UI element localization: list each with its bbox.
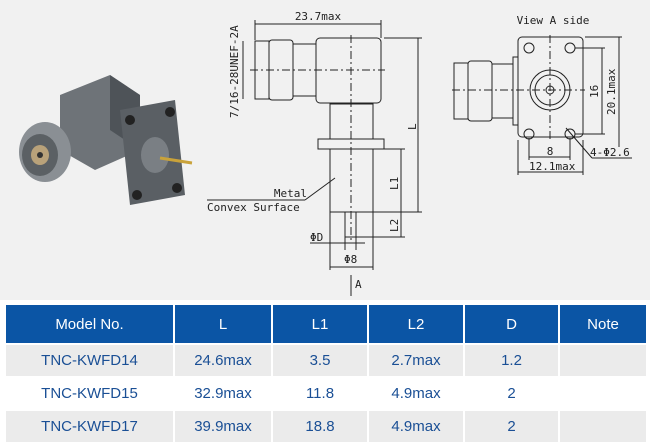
flange-height-dim: 20.1max (605, 68, 618, 115)
cell-l2: 4.9max (369, 411, 463, 442)
header-l2: L2 (369, 305, 463, 343)
side-view (207, 20, 632, 296)
flange-width-dim: 12.1max (529, 160, 576, 173)
table-row: TNC-KWFD17 39.9max 18.8 4.9max 2 (6, 411, 646, 442)
product-photo (19, 75, 193, 205)
table-row: TNC-KWFD15 32.9max 11.8 4.9max 2 (6, 378, 646, 409)
thread-dim: 7/16-28UNEF-2A (228, 25, 241, 118)
note-convex-surface: Convex Surface (207, 201, 300, 214)
hole-spacing-h-dim: 8 (547, 145, 554, 158)
table-row: TNC-KWFD14 24.6max 3.5 2.7max 1.2 (6, 345, 646, 376)
cell-d: 2 (465, 411, 558, 442)
product-drawing-area: 23.7max 7/16-28UNEF-2A L L1 L2 ΦD Φ8 A M… (0, 0, 650, 300)
cell-l: 32.9max (175, 378, 271, 409)
cell-note (560, 411, 646, 442)
pin-dia-dim: ΦD (310, 231, 323, 244)
l1-dim: L1 (388, 177, 401, 190)
cell-l2: 4.9max (369, 378, 463, 409)
cell-l1: 11.8 (273, 378, 367, 409)
header-model: Model No. (6, 305, 173, 343)
header-l: L (175, 305, 271, 343)
cell-d: 1.2 (465, 345, 558, 376)
cell-model: TNC-KWFD15 (6, 378, 173, 409)
body-dia-dim: Φ8 (344, 253, 357, 266)
cell-model: TNC-KWFD17 (6, 411, 173, 442)
view-arrow-label: A (355, 278, 362, 291)
cell-note (560, 345, 646, 376)
holes-dim: 4-Φ2.6 (590, 146, 630, 159)
length-dim: L (406, 123, 419, 130)
hole-spacing-v-dim: 16 (588, 85, 601, 98)
note-metal: Metal (274, 187, 307, 200)
cell-d: 2 (465, 378, 558, 409)
top-width-dim: 23.7max (295, 10, 342, 23)
cell-l1: 18.8 (273, 411, 367, 442)
view-a-title: View A side (517, 14, 590, 27)
table-header: Model No. L L1 L2 D Note (6, 305, 646, 343)
cell-l: 24.6max (175, 345, 271, 376)
header-l1: L1 (273, 305, 367, 343)
header-note: Note (560, 305, 646, 343)
cell-l2: 2.7max (369, 345, 463, 376)
header-d: D (465, 305, 558, 343)
cell-note (560, 378, 646, 409)
spec-table: Model No. L L1 L2 D Note TNC-KWFD14 24.6… (4, 303, 648, 444)
cell-model: TNC-KWFD14 (6, 345, 173, 376)
cell-l: 39.9max (175, 411, 271, 442)
l2-dim: L2 (388, 219, 401, 232)
cell-l1: 3.5 (273, 345, 367, 376)
